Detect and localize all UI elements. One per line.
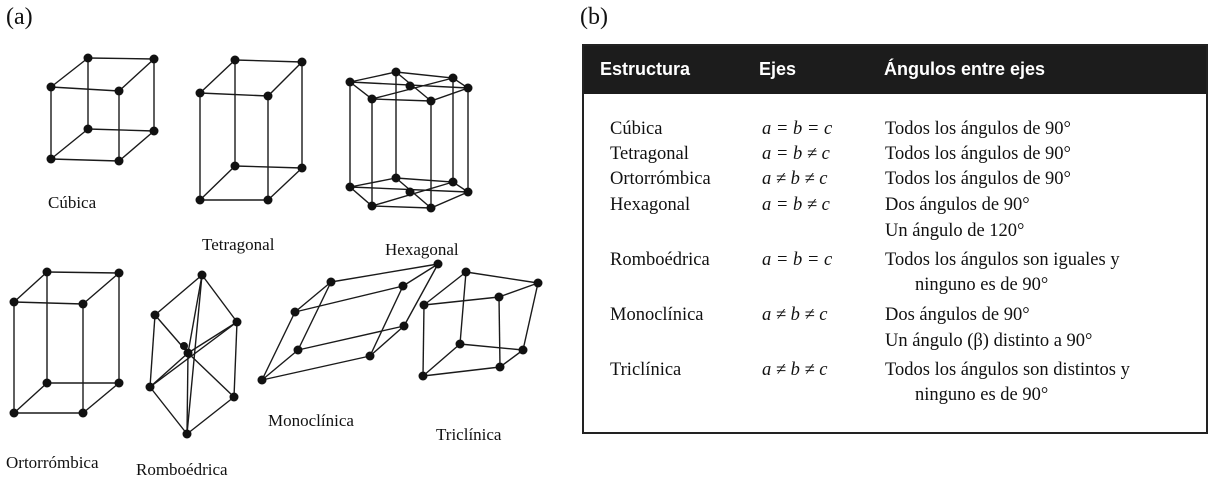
row-structure: Romboédrica bbox=[610, 250, 710, 270]
cubica-label: Cúbica bbox=[48, 193, 97, 212]
tetragonal-cell bbox=[195, 55, 307, 205]
row-axes: a = b = c bbox=[762, 250, 833, 270]
row-structure: Triclínica bbox=[610, 360, 682, 380]
romboedrica-label: Romboédrica bbox=[136, 460, 228, 479]
row-angles: Todos los ángulos de 90° bbox=[885, 144, 1071, 164]
triclinica-label: Triclínica bbox=[436, 425, 502, 444]
ortorrombica-label: Ortorrómbica bbox=[6, 453, 99, 472]
row-angles: Un ángulo (β) distinto a 90° bbox=[885, 331, 1093, 351]
header-axes: Ejes bbox=[759, 59, 797, 79]
table-header: Estructura Ejes Ángulos entre ejes bbox=[584, 46, 1206, 94]
row-angles: Todos los ángulos son iguales y bbox=[885, 250, 1120, 270]
row-axes: a ≠ b ≠ c bbox=[762, 169, 828, 189]
row-axes: a = b = c bbox=[762, 119, 833, 139]
header-angles: Ángulos entre ejes bbox=[884, 59, 1046, 79]
ortorrombica-cell bbox=[9, 267, 124, 418]
row-structure: Cúbica bbox=[610, 119, 663, 139]
monoclinica-cell bbox=[257, 259, 443, 385]
tetragonal-label: Tetragonal bbox=[202, 235, 275, 254]
row-angles: Todos los ángulos de 90° bbox=[885, 169, 1071, 189]
crystal-structures-diagram: Cúbica Tetragonal bbox=[6, 53, 543, 479]
row-angles: ninguno es de 90° bbox=[915, 275, 1049, 295]
triclinica-cell bbox=[418, 267, 543, 381]
row-angles: Todos los ángulos son distintos y bbox=[885, 360, 1130, 380]
hexagonal-label: Hexagonal bbox=[385, 240, 459, 259]
row-structure: Tetragonal bbox=[610, 144, 689, 164]
row-axes: a ≠ b ≠ c bbox=[762, 360, 828, 380]
row-axes: a = b ≠ c bbox=[762, 144, 830, 164]
row-structure: Ortorrómbica bbox=[610, 169, 711, 189]
romboedrica-cell bbox=[145, 270, 242, 439]
row-angles: Dos ángulos de 90° bbox=[885, 305, 1030, 325]
cubica-cell bbox=[46, 53, 159, 166]
header-structure: Estructura bbox=[600, 59, 691, 79]
row-angles: ninguno es de 90° bbox=[915, 385, 1049, 405]
crystal-systems-table: Estructura Ejes Ángulos entre ejes Cúbic… bbox=[582, 44, 1208, 434]
row-angles: Todos los ángulos de 90° bbox=[885, 119, 1071, 139]
panel-a-label: (a) bbox=[6, 4, 33, 30]
row-angles: Un ángulo de 120° bbox=[885, 221, 1025, 241]
panel-b-label: (b) bbox=[580, 4, 608, 30]
row-axes: a = b ≠ c bbox=[762, 195, 830, 215]
hexagonal-cell bbox=[345, 67, 473, 213]
row-axes: a ≠ b ≠ c bbox=[762, 305, 828, 325]
monoclinica-label: Monoclínica bbox=[268, 411, 354, 430]
row-angles: Dos ángulos de 90° bbox=[885, 195, 1030, 215]
row-structure: Monoclínica bbox=[610, 305, 704, 325]
row-structure: Hexagonal bbox=[610, 195, 691, 215]
